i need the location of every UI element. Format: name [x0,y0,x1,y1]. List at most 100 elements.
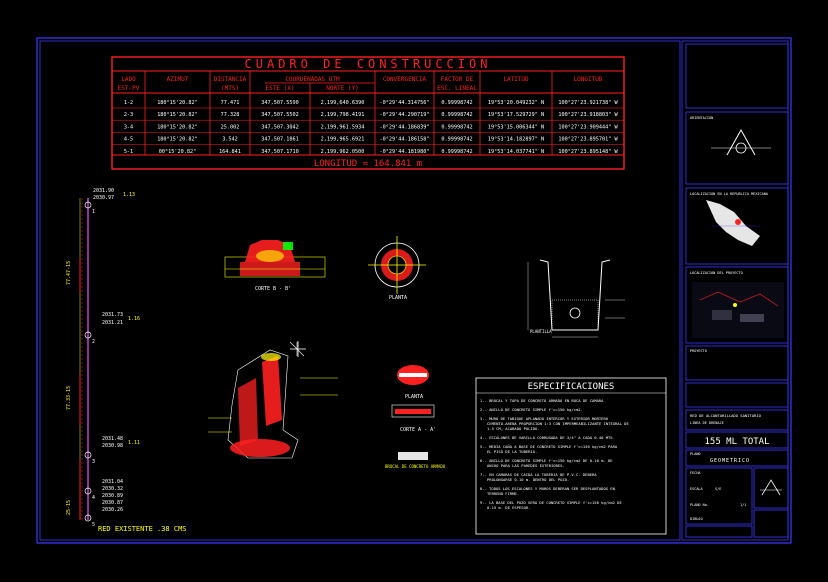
table-cell: 100°27'23.918803" W [558,112,618,118]
table-cell: 3.542 [222,137,238,143]
spec-item: 6.- ANILLO DE CONCRETO SIMPLE f'c=150 kg… [480,458,613,468]
profile-bottom-elev-5: 2030.26 [102,507,123,513]
table-cell: 77.471 [221,100,240,106]
table-cell: 19°53'20.049232" N [488,100,544,106]
inner-frame [39,40,681,541]
table-cell: 347,507.1710 [261,149,298,155]
profile-segment-1: 77.47-15 [66,261,72,285]
label-plantilla: PLANTILLA [530,329,552,334]
table-header-cell: AZIMUT [167,76,189,83]
satellite-map-icon [692,282,784,338]
profile-bottom-elev-2: 2030.32 [102,486,123,492]
label-corte-a: CORTE A - A' [400,427,436,433]
profile-low-node: 1.11 [128,440,140,446]
table-cell: 19°53'14.182897" N [488,137,544,143]
specifications-box: ESPECIFICACIONES 1.- BROCAL Y TAPA DE CO… [475,377,667,535]
profile-mid-elev-2: 2031.21 [102,320,123,326]
table-cell: 19°53'14.037741" N [488,149,544,155]
profile-bottom-elev-4: 2030.87 [102,500,123,506]
table-cell: 347,507.3042 [261,124,298,130]
manhole-section-b: CORTE B - B' [224,240,326,292]
tb-plan-label: PLANO [690,452,701,456]
table-header-cell: COORDENADAS UTM [285,76,340,83]
table-header-cell: LADO [121,76,136,83]
table-cell: 180°15'20.82" [157,112,198,118]
profile-low-elev-1: 2031.48 [102,436,123,442]
tb-drawn-by: DIBUJO [690,517,703,521]
specs-title: ESPECIFICACIONES [528,382,615,392]
profile-node-label: 4 [92,495,95,501]
tb-north-label: ORIENTACION [690,116,713,120]
profile-top-elev-1: 2031.90 [93,188,114,194]
table-cell: 347,507.5502 [261,112,298,118]
profile-node-marker [84,331,92,339]
spec-item: 1.- BROCAL Y TAPA DE CONCRETO ARMADO EN … [480,398,604,403]
table-cell: 4-5 [124,137,133,143]
tb-sheet-value: 1/1 [740,503,746,507]
tb-project-label: PROYECTO [690,349,707,353]
title-block: ORIENTACION LOCALIZACION EN LA REPUBLICA… [685,43,789,538]
table-cell: 100°27'23.909444" W [558,124,618,130]
table-cell: 100°27'23.895148" W [558,149,618,155]
spec-item: 3.- MURO DE TABIQUE APLANADO INTERIOR Y … [480,416,629,431]
north-arrow-icon [711,128,771,156]
table-cell: 180°15'20.82" [157,137,198,143]
spec-item: 8.- TODOS LOS ESCALONES Y MUROS DEBERAN … [480,486,616,496]
table-header-cell: NORTE (Y) [326,85,359,92]
table-cell: 2,199,798.4191 [321,112,365,118]
logo-icon [760,479,782,496]
profile-top-node: 1.13 [123,192,135,198]
table-header-cell: EST-PV [118,85,140,92]
table-cell: 19°53'15.006344" N [488,124,544,130]
table-cell: 164.841 [219,149,241,155]
profile-bottom-elev-1: 2031.04 [102,479,123,485]
table-cell: 3-4 [124,124,133,130]
label-planta-2: PLANTA [405,394,423,400]
tb-project-name: RED DE ALCANTARILLADO SANITARIO [690,413,762,418]
label-brocal: BROCAL DE CONCRETO ARMADO [385,464,446,469]
profile-bottom-elev-3: 2030.89 [102,493,123,499]
cover-detail: PLANTA CORTE A - A' BROCAL DE CONCRETO A… [385,365,446,469]
outer-frame [36,37,792,544]
spec-item: 4.- ESCALONES DE VARILLA CORRUGADA DE 3/… [480,435,615,440]
tb-subtitle: LINEA DE DRENAJE [690,421,724,425]
table-cell: 2-3 [124,112,133,118]
label-planta: PLANTA [389,295,407,301]
table-cell: 2,199,965.6921 [321,137,365,143]
tb-loc2: LOCALIZACION DEL PROYECTO [690,271,743,275]
tb-loc1: LOCALIZACION EN LA REPUBLICA MEXICANA [690,192,769,196]
label-corte-b: CORTE B - B' [255,286,291,292]
table-cell: 25.002 [221,124,240,130]
table-cell: 347,507.5590 [261,100,298,106]
table-cell: 1-2 [124,100,133,106]
table-cell: -0°29'44.186839" [380,124,430,130]
profile-segment-2: 77.33-15 [66,386,72,410]
profile-top-elev-2: 2030.97 [93,195,114,201]
table-header-cell: (MTS) [221,85,239,92]
profile-mid-elev-1: 2031.73 [102,312,123,318]
table-cell: 0.99998742 [441,100,472,106]
tb-plan-name: GEOMETRICO [710,458,750,464]
table-cell: 180°15'20.82" [157,100,198,106]
spec-item: 9.- LA BASE DEL POZO SERA DE CONCRETO SI… [480,500,622,510]
profile-node-label: 3 [92,459,95,465]
spec-item: 5.- MEDIA CAÑA A BASE DE CONCRETO SIMPLE… [480,444,618,454]
trench-section: PLANTILLA [527,259,625,338]
spec-item: 7.- EN CAMARAS DE CAIDA LA TUBERIA DE P.… [480,472,597,482]
table-cell: 0.99998742 [441,124,472,130]
table-cell: 2,199,961.5934 [321,124,365,130]
table-header-cell: ESTE (X) [266,85,295,92]
tb-sheet-label: PLANO No. [690,503,709,507]
manhole-plan: PLANTA [368,236,426,301]
table-header-cell: LATITUD [503,76,529,83]
table-cell: -0°29'44.290719" [380,112,430,118]
profile-footer: RED EXISTENTE .38 CMS [98,525,187,533]
profile-node-label: 2 [92,339,95,345]
table-cell: -0°29'44.181980" [380,149,430,155]
table-header-cell: DISTANCIA [214,76,247,83]
table-cell: 77.328 [221,112,240,118]
